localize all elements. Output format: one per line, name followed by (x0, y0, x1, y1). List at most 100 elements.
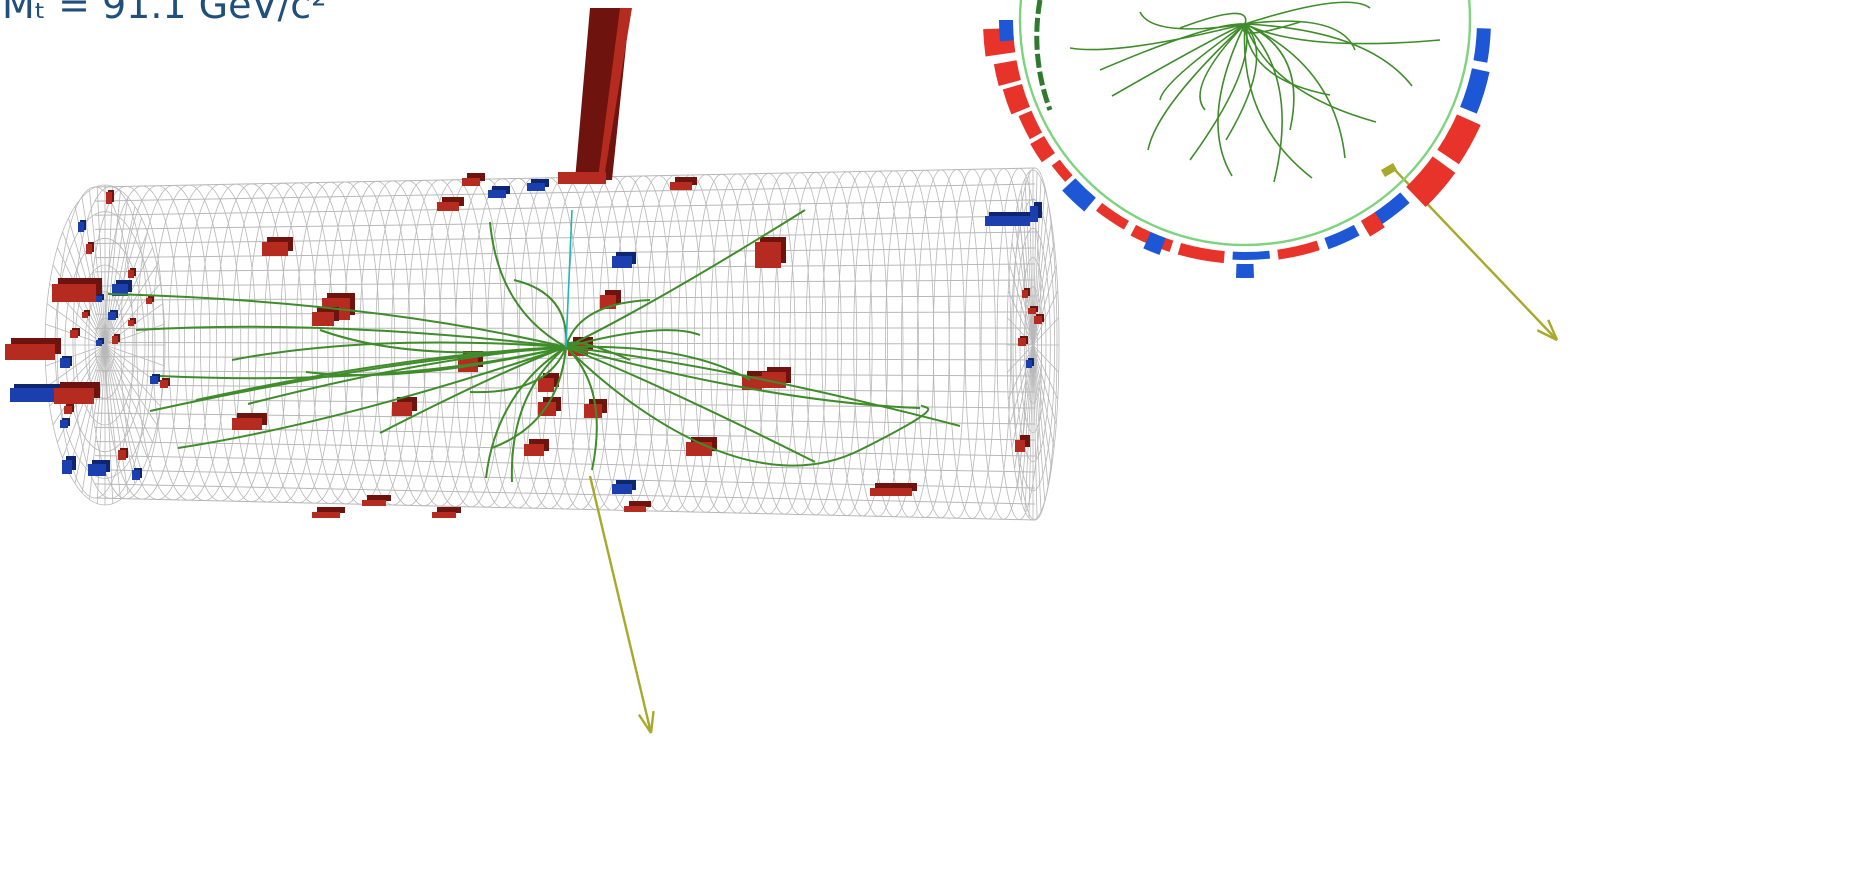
end-view-segment (1406, 156, 1456, 208)
calorimeter-tower (62, 456, 76, 474)
calorimeter-tower (612, 480, 636, 494)
end-view-track (1244, 23, 1346, 159)
end-view-segment (1473, 28, 1491, 63)
end-view-track (1243, 23, 1313, 179)
calorimeter-tower (1034, 314, 1044, 324)
calorimeter-tower (1018, 336, 1028, 346)
calorimeter-tower (437, 197, 464, 211)
calorimeter-tower (52, 278, 102, 302)
transverse-mass-label: Mₜ = 91.1 GeV/c² (2, 0, 327, 27)
end-view-track (1244, 23, 1283, 183)
calorimeter-tower (755, 237, 786, 268)
calorimeter-tower (462, 173, 485, 186)
calorimeter-tower (362, 495, 391, 506)
end-view-track (1099, 23, 1246, 71)
calorimeter-tower (108, 310, 118, 320)
end-view-segment (1018, 110, 1043, 140)
calorimeter-tower (132, 468, 142, 480)
calorimeter-towers (5, 8, 1044, 518)
calorimeter-tower (870, 483, 917, 496)
calorimeter-tower (1022, 288, 1030, 298)
track (510, 346, 567, 483)
end-view-segment (1361, 212, 1385, 237)
particle-tracks (107, 209, 961, 483)
end-view-segment (1277, 240, 1320, 260)
missing-et-arrow-icon (588, 475, 655, 734)
end-view-segment (1437, 114, 1481, 165)
calorimeter-tower (96, 338, 104, 346)
calorimeter-tower (160, 378, 170, 388)
calorimeter-tower (524, 439, 549, 456)
end-view-track (1217, 23, 1246, 177)
calorimeter-tower (488, 186, 510, 198)
track (379, 346, 567, 434)
calorimeter-tower (538, 373, 559, 392)
track (491, 346, 567, 449)
end-view-segment (1062, 178, 1096, 212)
calorimeter-tower (86, 242, 94, 254)
end-view-met-marker (1380, 163, 1398, 177)
calorimeter-tower (624, 501, 651, 512)
end-view-segment (1324, 224, 1360, 250)
end-view-track (1242, 21, 1301, 34)
end-view-ring (1018, 0, 1472, 247)
end-view-segment (1096, 202, 1129, 230)
calorimeter-tower (78, 220, 86, 232)
track (231, 341, 567, 361)
calorimeter-tower (112, 280, 132, 296)
end-view-track (1244, 20, 1356, 51)
track (565, 346, 930, 467)
calorimeter-tower (432, 507, 461, 518)
calorimeter-tower (262, 237, 293, 256)
end-view-segment (1143, 231, 1166, 255)
end-view-segment (1177, 243, 1225, 264)
track (565, 299, 651, 348)
end-view-track (1139, 11, 1246, 30)
track (489, 221, 567, 348)
calorimeter-tower (527, 179, 549, 191)
end-view-segment (1030, 136, 1055, 163)
calorimeter-tower (60, 418, 70, 428)
end-view-track (1244, 23, 1413, 87)
end-view-track (1147, 23, 1246, 151)
left-endcap-mesh (44, 184, 166, 506)
track (565, 346, 816, 463)
track (485, 346, 567, 479)
end-view (983, 0, 1491, 279)
end-view-track (1159, 23, 1246, 101)
end-view-track (1069, 23, 1246, 51)
end-view-segment (1460, 68, 1490, 114)
calorimeter-tower (106, 190, 114, 204)
track (135, 325, 567, 348)
calorimeter-tower (128, 318, 136, 326)
end-view-segment (1002, 83, 1030, 115)
end-view-segment (999, 20, 1014, 42)
end-view-track (1244, 23, 1331, 96)
track (565, 329, 701, 348)
calorimeter-tower (112, 334, 120, 344)
track (565, 345, 751, 381)
track (195, 346, 567, 401)
calorimeter-tower (312, 507, 345, 518)
calorimeter-tower (670, 177, 697, 190)
end-view-track (1244, 1, 1371, 25)
end-view-track (1244, 23, 1295, 131)
end-view-inner-arc (1034, 0, 1053, 111)
end-view-segment (1232, 250, 1271, 260)
calorimeter-tower (118, 448, 128, 460)
calorimeter-tower (584, 399, 607, 418)
end-view-segment (1235, 263, 1255, 279)
calorimeter-tower (1030, 202, 1042, 222)
track (565, 341, 631, 361)
calorimeter-tower (985, 212, 1034, 226)
end-view-track (1199, 23, 1246, 111)
calorimeter-tower (150, 374, 160, 384)
end-view-track (1111, 23, 1246, 97)
calorimeter-tower (88, 460, 110, 476)
calorimeter-tower (612, 252, 636, 268)
track (565, 346, 921, 409)
calorimeter-tower (54, 382, 100, 404)
calorimeter-tower (1028, 306, 1038, 314)
end-view-segment (993, 60, 1021, 86)
